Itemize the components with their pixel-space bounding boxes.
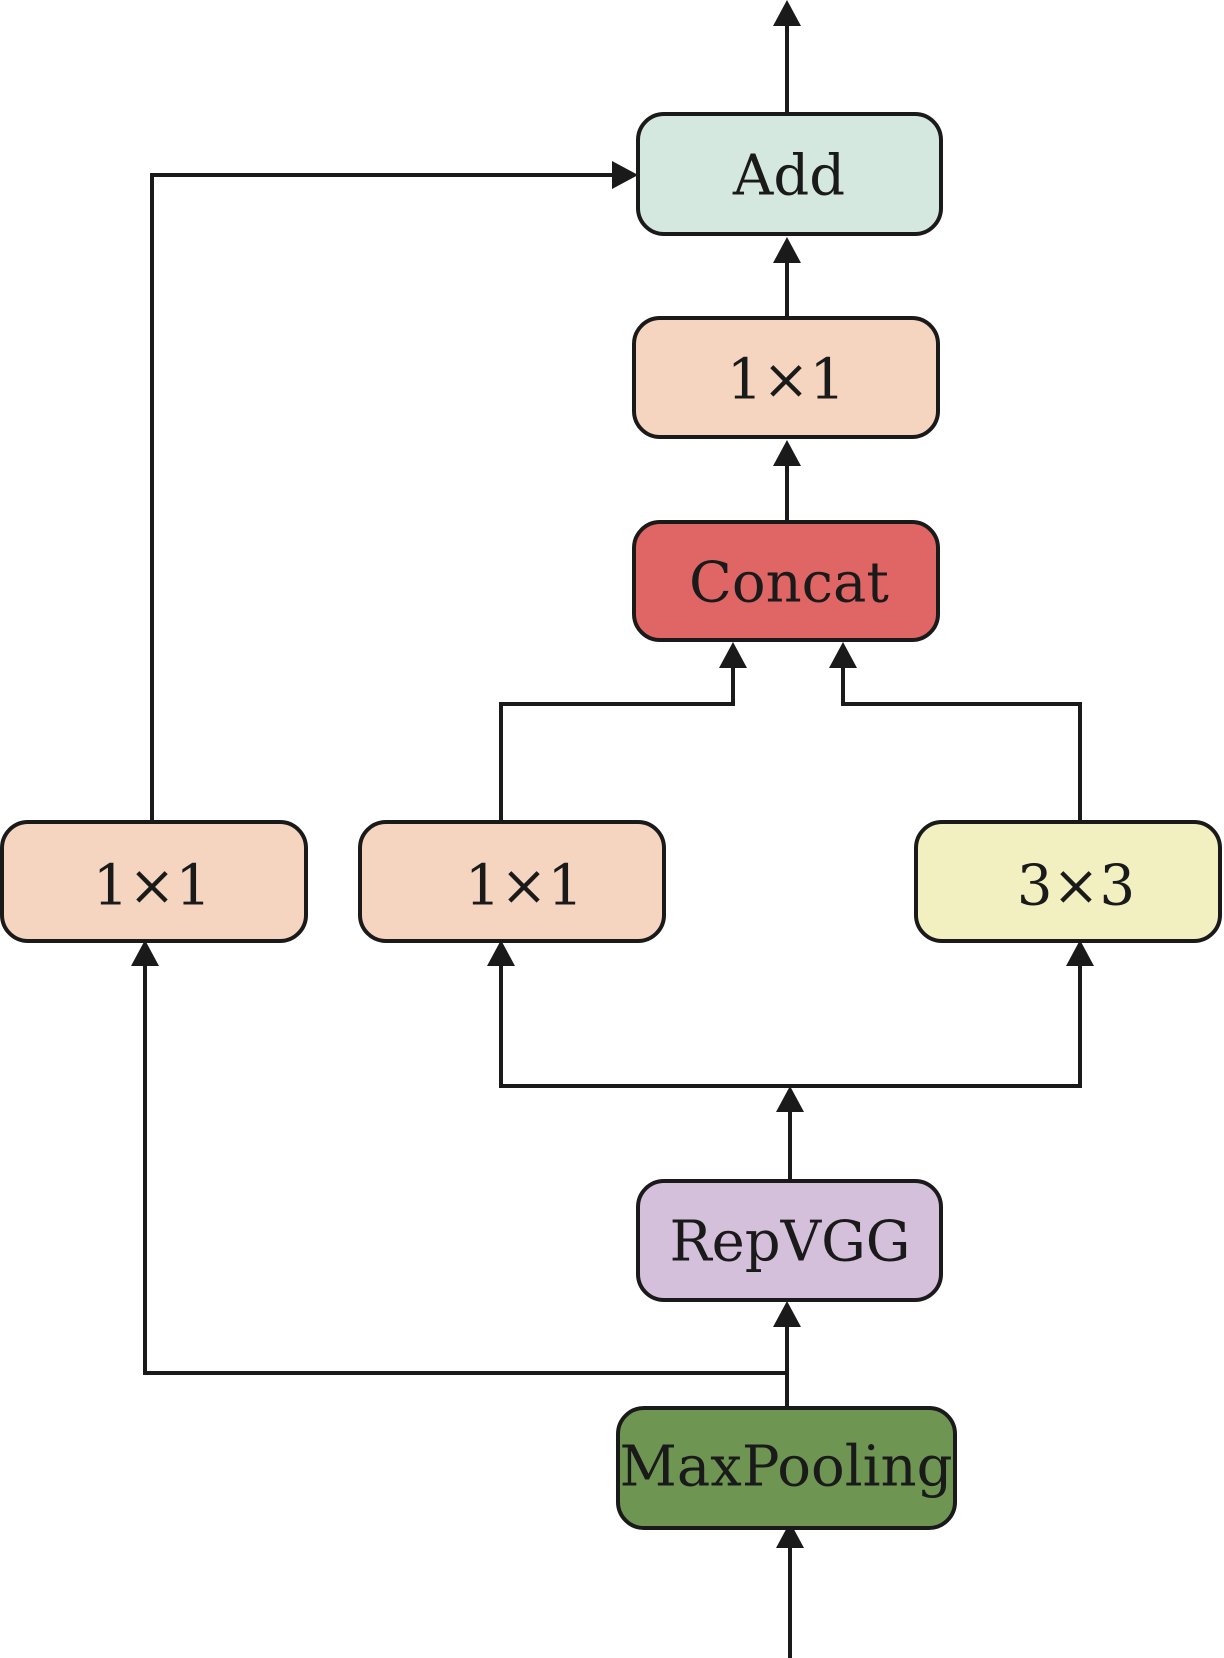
arrowhead-output [773,0,801,26]
conv3x3-branch-box [914,820,1222,943]
add-node: Add [636,112,943,236]
conv1x1-shortcut-label: 1×1 [93,854,211,919]
arrowhead-add-shortcut [612,161,638,189]
conv1x1-branch-label: 1×1 [465,854,583,919]
conv1x1-top-node: 1×1 [632,316,940,439]
conv1x1-top-box [632,316,940,439]
conv1x1-shortcut-box [0,820,308,943]
conv3x3-branch-label: 3×3 [1017,854,1135,919]
nodes: Add 1×1 Concat 1×1 1×1 3×3 RepVGG [0,112,1222,1530]
arrowhead-add-input [773,237,801,263]
conv1x1-branch-box [358,820,666,943]
concat-label: Concat [689,551,889,616]
maxpooling-label: MaxPooling [620,1435,953,1500]
edge-split-to-branch-1x1 [499,966,790,1088]
repvgg-box [636,1179,943,1302]
edge-branch-3x3-to-concat [841,668,1082,822]
arrowhead-split [776,1086,804,1112]
arrowhead-top-1x1-input [773,440,801,466]
repvgg-node: RepVGG [636,1179,943,1302]
add-label: Add [732,144,845,209]
conv3x3-branch-node: 3×3 [914,820,1222,943]
arrowhead-maxpooling-input [776,1522,804,1548]
conv1x1-branch-node: 1×1 [358,820,666,943]
edge-shortcut-to-add [150,173,612,822]
maxpooling-node: MaxPooling [616,1406,957,1530]
edge-split-to-branch-3x3 [790,966,1082,1088]
arrowhead-shortcut-input [131,940,159,966]
arrowhead-branch-3x3-input [1066,940,1094,966]
edge-branch-1x1-to-concat [499,668,735,822]
conv1x1-shortcut-node: 1×1 [0,820,308,943]
concat-node: Concat [632,520,940,642]
arrowhead-repvgg-input [773,1301,801,1327]
arrowhead-concat-right [829,642,857,668]
edges [131,0,1094,1658]
arrowhead-concat-left [719,642,747,668]
concat-box [632,520,940,642]
conv1x1-top-label: 1×1 [727,348,845,413]
add-box [636,112,943,236]
arrowhead-branch-1x1-input [487,940,515,966]
repvgg-label: RepVGG [669,1210,910,1275]
maxpooling-box [616,1406,957,1530]
edge-maxpooling-to-shortcut [143,966,787,1375]
